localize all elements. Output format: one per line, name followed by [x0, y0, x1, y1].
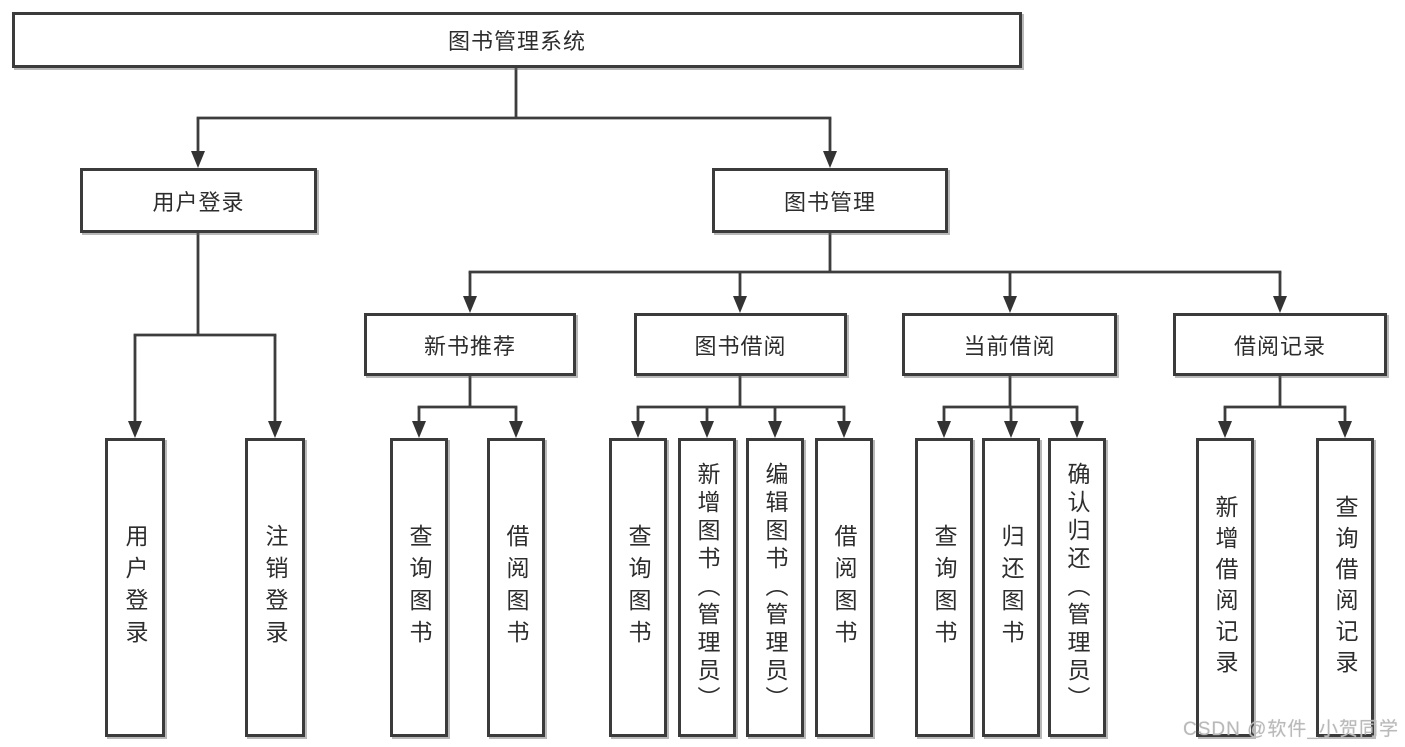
- leaf-query-borrow-record: 查询借阅记录: [1316, 438, 1374, 737]
- node-library-management-system: 图书管理系统: [12, 12, 1022, 68]
- leaf-query-books-recommend: 查询图书: [390, 438, 448, 737]
- leaf-add-borrow-record: 新增借阅记录: [1196, 438, 1254, 737]
- leaf-logout: 注销登录: [245, 438, 305, 737]
- leaf-add-books-admin: 新增图书（管理员）: [678, 438, 736, 737]
- csdn-watermark: CSDN @软件_小贺同学: [1183, 719, 1399, 740]
- leaf-edit-books-admin: 编辑图书（管理员）: [746, 438, 804, 737]
- node-user-login: 用户登录: [80, 168, 317, 233]
- leaf-query-books-current: 查询图书: [915, 438, 973, 737]
- leaf-return-books: 归还图书: [982, 438, 1040, 737]
- leaf-user-login: 用户登录: [105, 438, 165, 737]
- leaf-borrow-books: 借阅图书: [815, 438, 873, 737]
- leaf-confirm-return-admin: 确认归还（管理员）: [1048, 438, 1106, 737]
- node-current-borrowing: 当前借阅: [902, 313, 1117, 376]
- node-book-borrowing: 图书借阅: [634, 313, 847, 376]
- node-borrowing-records: 借阅记录: [1173, 313, 1387, 376]
- leaf-query-books-borrow: 查询图书: [609, 438, 667, 737]
- node-book-management: 图书管理: [712, 168, 948, 233]
- node-new-book-recommend: 新书推荐: [364, 313, 576, 376]
- leaf-borrow-books-recommend: 借阅图书: [487, 438, 545, 737]
